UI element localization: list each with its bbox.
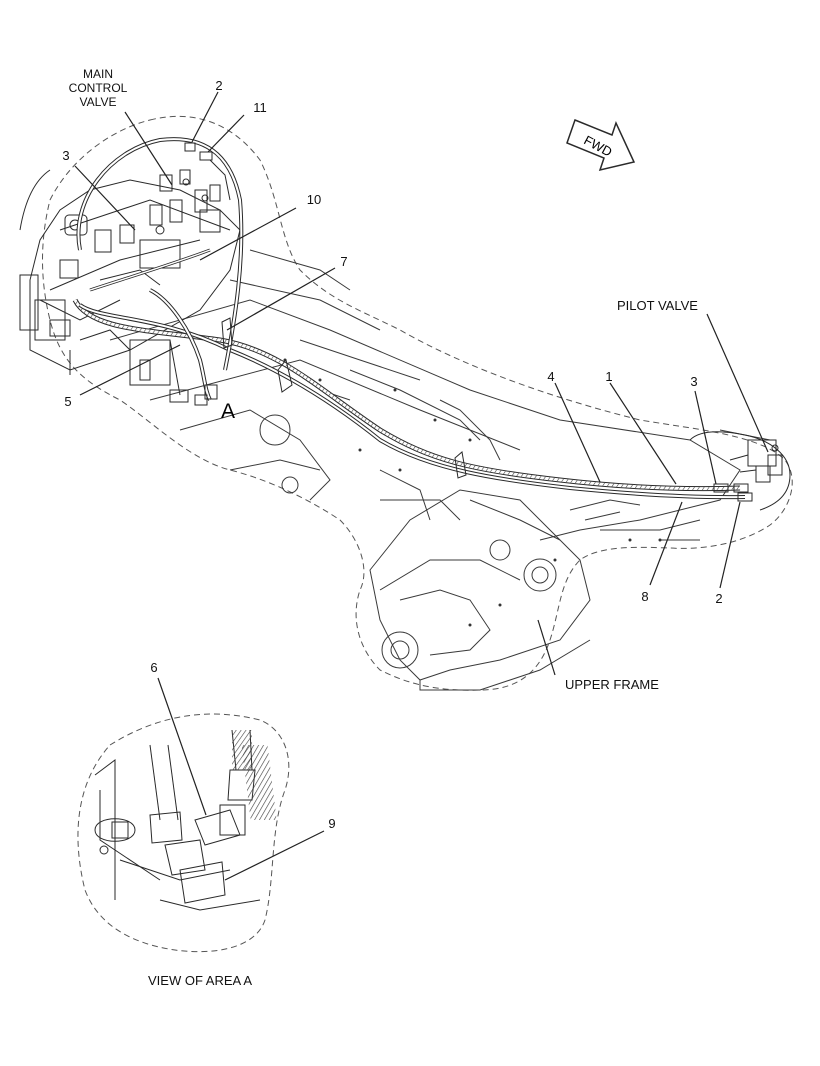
callout-3-left: 3 (62, 148, 70, 163)
main-control-valve-label: MAIN CONTROL VALVE (69, 67, 128, 109)
upper-frame-drawing (42, 115, 793, 691)
view-of-area-a-label: VIEW OF AREA A (148, 973, 253, 988)
callout-2-right: 2 (715, 591, 723, 606)
area-a-inset (77, 713, 290, 953)
upper-frame-label: UPPER FRAME (565, 677, 659, 692)
callout-8: 8 (641, 589, 649, 604)
callout-9: 9 (328, 816, 336, 831)
callout-6: 6 (150, 660, 158, 675)
main-control-valve-drawing (19, 159, 241, 403)
callout-4: 4 (547, 369, 555, 384)
callout-11: 11 (253, 100, 267, 115)
callout-5: 5 (64, 394, 72, 409)
callout-2-top: 2 (215, 78, 223, 93)
main-label-line-1: MAIN (82, 67, 113, 81)
main-label-line-2: CONTROL (68, 81, 128, 95)
hoses (72, 137, 753, 502)
area-a-marker: A (221, 400, 235, 423)
callout-1: 1 (605, 369, 613, 384)
pilot-valve-drawing (689, 431, 791, 511)
fwd-arrow: FWD (566, 119, 636, 172)
callout-3-right: 3 (690, 374, 698, 389)
pilot-valve-label: PILOT VALVE (617, 298, 698, 313)
callout-7: 7 (340, 254, 348, 269)
leader-lines (74, 91, 769, 881)
callout-10: 10 (306, 192, 322, 207)
main-label-line-3: VALVE (79, 95, 117, 109)
